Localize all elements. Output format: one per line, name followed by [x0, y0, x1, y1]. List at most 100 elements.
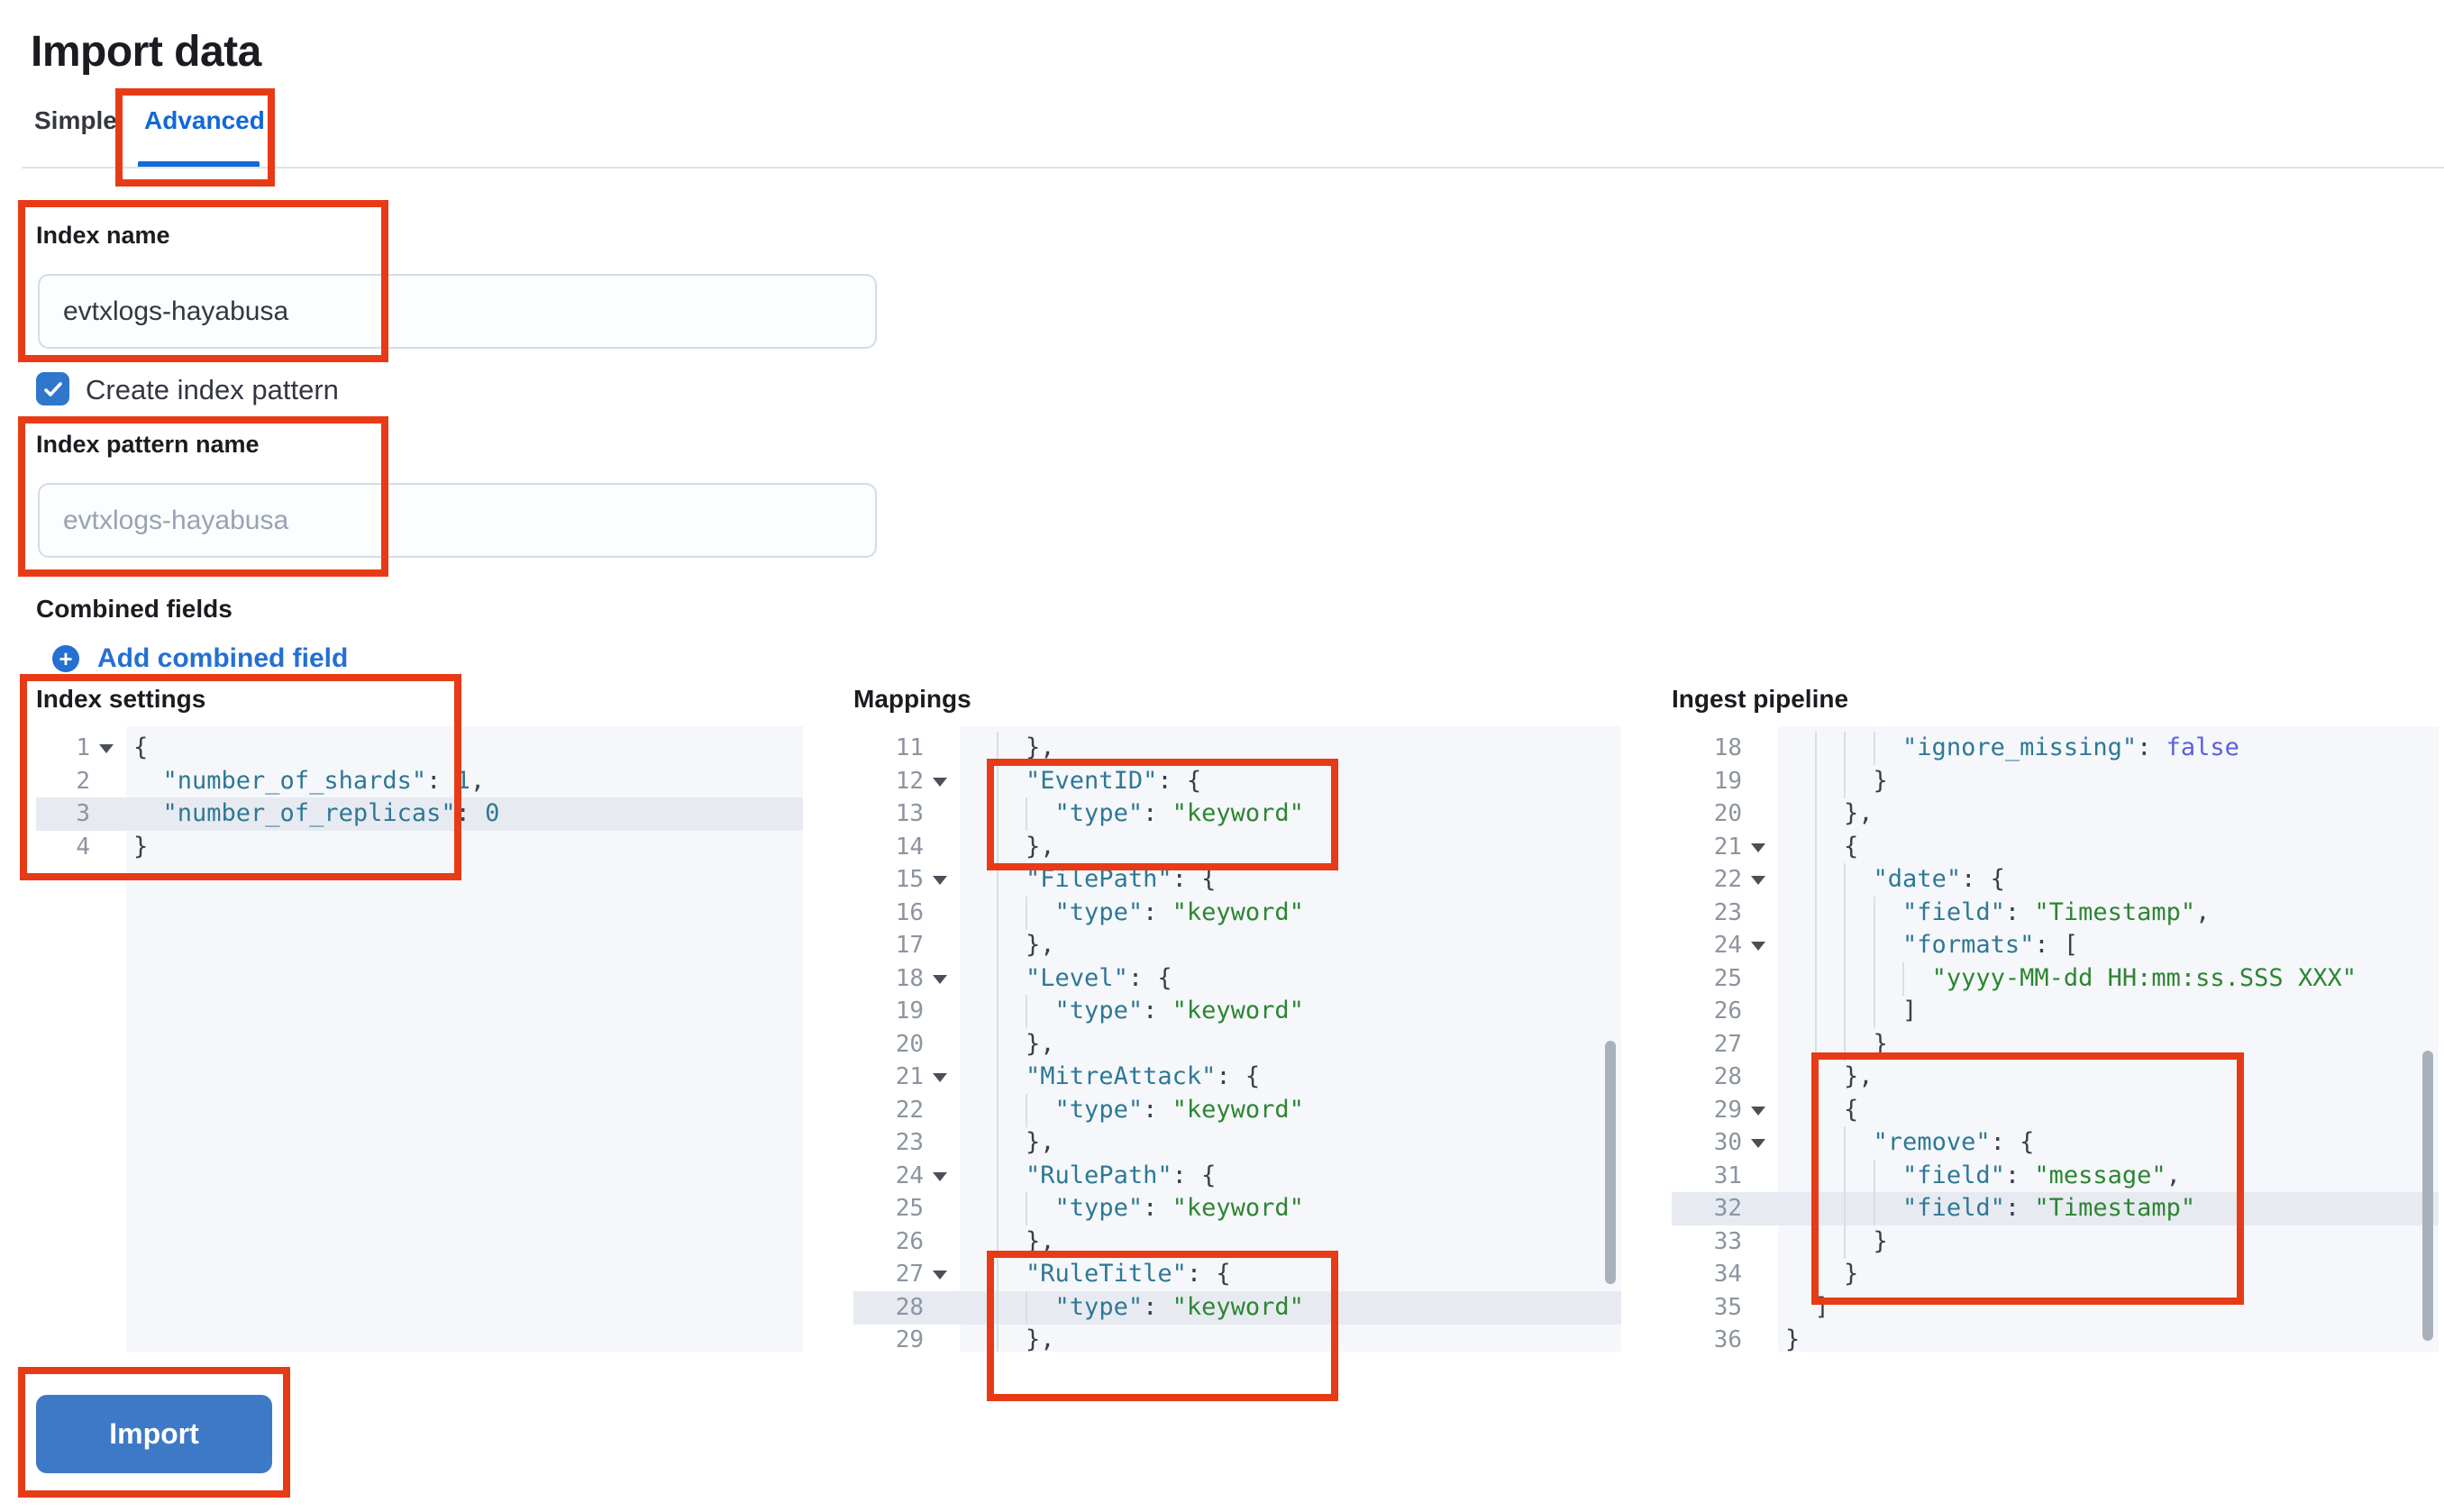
code-line[interactable]: "type": "keyword" — [960, 995, 1621, 1028]
fold-caret-icon[interactable] — [1751, 876, 1765, 885]
code-line[interactable]: "RuleTitle": { — [960, 1258, 1621, 1291]
fold-caret-icon[interactable] — [1751, 1106, 1765, 1116]
code-line[interactable]: "number_of_replicas": 0 — [162, 799, 500, 827]
line-number: 22 — [1713, 866, 1742, 893]
indent-guide — [996, 1290, 999, 1325]
code-line[interactable]: "type": "keyword" — [960, 896, 1621, 930]
add-combined-field-link[interactable]: + Add combined field — [52, 643, 348, 674]
code-line[interactable]: }, — [960, 1324, 1621, 1352]
code-line[interactable]: "field": "message", — [1778, 1159, 2439, 1193]
fold-caret-icon[interactable] — [1751, 942, 1765, 951]
create-index-pattern-checkbox[interactable] — [36, 372, 69, 405]
code-line[interactable]: "FilePath": { — [960, 863, 1621, 897]
code-line[interactable]: "date": { — [1778, 863, 2439, 897]
fold-caret-icon[interactable] — [933, 876, 947, 885]
fold-caret-icon[interactable] — [933, 1073, 947, 1082]
line-number: 28 — [895, 1293, 924, 1321]
indent-guide — [1814, 1159, 1817, 1193]
code-line[interactable]: ] — [1814, 1292, 1829, 1321]
fold-caret-icon[interactable] — [933, 1171, 947, 1181]
code-line[interactable]: }, — [1778, 797, 2439, 831]
mappings-editor[interactable]: 11 },12 "EventID": {13 "type": "keyword"… — [853, 726, 1621, 1352]
indent-guide — [1814, 1061, 1817, 1094]
line-number: 22 — [895, 1096, 924, 1124]
code-line[interactable]: "type": "keyword" — [960, 797, 1621, 831]
line-number: 21 — [1713, 833, 1742, 861]
line-number: 19 — [1713, 767, 1742, 795]
indent-guide — [1814, 830, 1817, 864]
code-line[interactable]: "number_of_shards": 1, — [162, 766, 486, 795]
code-line[interactable]: "EventID": { — [960, 764, 1621, 798]
line-number: 20 — [1713, 800, 1742, 827]
line-number: 1 — [76, 734, 90, 761]
line-number: 4 — [76, 833, 90, 861]
indent-guide — [996, 929, 999, 962]
tab-simple[interactable]: Simple — [34, 106, 117, 134]
indent-guide — [1844, 1126, 1846, 1160]
code-line[interactable]: { — [133, 733, 149, 761]
import-button[interactable]: Import — [36, 1395, 272, 1473]
indent-guide — [1814, 961, 1817, 996]
code-line[interactable]: "Level": { — [960, 961, 1621, 996]
fold-caret-icon[interactable] — [1751, 843, 1765, 852]
line-number: 18 — [1713, 734, 1742, 761]
code-line[interactable]: }, — [960, 929, 1621, 962]
code-line[interactable]: }, — [960, 1126, 1621, 1160]
ingest-pipeline-editor[interactable]: 18 "ignore_missing": false 19 } 20 }, 21 {2… — [1672, 726, 2439, 1352]
code-line[interactable]: "remove": { — [1778, 1126, 2439, 1160]
code-line[interactable]: } — [1778, 1258, 2439, 1291]
line-number: 23 — [1713, 898, 1742, 926]
indent-guide — [996, 1192, 999, 1225]
line-number: 28 — [1713, 1063, 1742, 1090]
indent-guide — [1873, 961, 1875, 996]
code-line[interactable]: }, — [960, 830, 1621, 864]
code-line[interactable]: { — [1778, 830, 2439, 864]
code-line[interactable]: "type": "keyword" — [960, 1192, 1621, 1225]
line-number: 24 — [1713, 932, 1742, 959]
line-number-gutter — [1672, 726, 1778, 1352]
indent-guide — [996, 995, 999, 1028]
code-line[interactable]: } — [1778, 1225, 2439, 1259]
line-number: 16 — [895, 898, 924, 926]
line-number: 20 — [895, 1030, 924, 1058]
indent-guide — [1844, 1192, 1846, 1225]
fold-caret-icon[interactable] — [1751, 1139, 1765, 1148]
code-line[interactable]: "field": "Timestamp" — [1778, 1192, 2439, 1225]
indent-guide — [1873, 1192, 1875, 1225]
line-number: 13 — [895, 800, 924, 827]
code-line[interactable]: "field": "Timestamp", — [1778, 896, 2439, 930]
code-line[interactable]: "type": "keyword" — [960, 1290, 1621, 1325]
code-line[interactable]: { — [1778, 1093, 2439, 1127]
indent-guide — [1814, 896, 1817, 930]
fold-caret-icon[interactable] — [933, 1271, 947, 1280]
indent-guide — [996, 797, 999, 831]
indent-guide — [1814, 1258, 1817, 1291]
tab-advanced[interactable]: Advanced — [144, 106, 265, 134]
code-line[interactable]: "MitreAttack": { — [960, 1061, 1621, 1094]
indent-guide — [1814, 1093, 1817, 1127]
code-line[interactable]: }, — [960, 1027, 1621, 1061]
fold-caret-icon[interactable] — [933, 974, 947, 984]
index-pattern-name-input[interactable] — [38, 483, 877, 558]
fold-caret-icon[interactable] — [933, 777, 947, 787]
indent-guide — [1873, 995, 1875, 1028]
code-line[interactable]: "ignore_missing": false — [1778, 732, 2439, 765]
code-line[interactable]: "type": "keyword" — [960, 1093, 1621, 1127]
code-line[interactable]: } — [1778, 764, 2439, 798]
mappings-scrollbar[interactable] — [1605, 1041, 1616, 1284]
code-line[interactable]: "formats": [ — [1778, 929, 2439, 962]
ingest-pipeline-scrollbar[interactable] — [2422, 1051, 2433, 1341]
code-line[interactable]: } — [1785, 1325, 1801, 1352]
index-settings-editor[interactable]: 1{2 "number_of_shards": 1,3 "number_of_r… — [36, 726, 803, 1352]
code-line[interactable]: }, — [960, 1225, 1621, 1259]
index-name-input[interactable] — [38, 274, 877, 349]
fold-caret-icon[interactable] — [99, 744, 114, 753]
code-line[interactable]: }, — [960, 732, 1621, 765]
line-number: 31 — [1713, 1161, 1742, 1189]
code-line[interactable]: } — [133, 832, 149, 861]
code-line[interactable]: ] — [1778, 995, 2439, 1028]
code-line[interactable]: }, — [1778, 1061, 2439, 1094]
code-line[interactable]: "yyyy-MM-dd HH:mm:ss.SSS XXX" — [1778, 961, 2439, 996]
code-line[interactable]: "RulePath": { — [960, 1159, 1621, 1193]
code-line[interactable]: } — [1778, 1027, 2439, 1061]
